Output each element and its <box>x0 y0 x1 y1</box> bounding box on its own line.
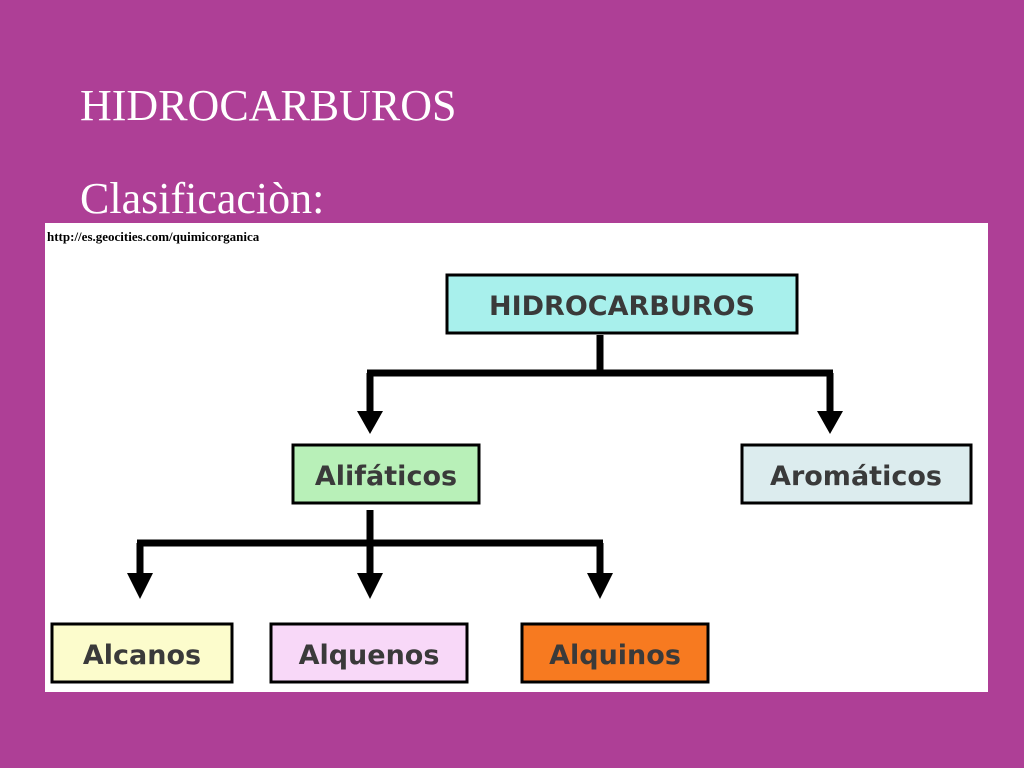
node-alquinos: Alquinos <box>520 622 710 684</box>
node-alifaticos: Alifáticos <box>291 443 481 505</box>
arrow-to-alifaticos <box>357 411 383 434</box>
connector-root <box>366 335 834 413</box>
diagram-panel: http://es.geocities.com/quimicorganica H… <box>45 223 988 692</box>
arrow-to-aromaticos <box>817 411 843 434</box>
arrow-to-alcanos <box>127 573 153 599</box>
node-alquinos-label: Alquinos <box>549 640 681 671</box>
connector-alifaticos <box>136 510 604 575</box>
node-aromaticos: Aromáticos <box>740 443 973 505</box>
node-hidrocarburos-label: HIDROCARBUROS <box>489 291 755 322</box>
node-alquenos-label: Alquenos <box>299 640 440 671</box>
slide-title: HIDROCARBUROS <box>80 81 457 130</box>
node-alcanos-label: Alcanos <box>83 640 201 671</box>
source-url: http://es.geocities.com/quimicorganica <box>47 229 260 244</box>
arrow-to-alquenos <box>357 573 383 599</box>
arrow-to-alquinos <box>587 573 613 599</box>
node-alcanos: Alcanos <box>50 622 234 684</box>
classification-tree: HIDROCARBUROS Alifáticos Aromáticos Alca… <box>50 273 973 684</box>
node-aromaticos-label: Aromáticos <box>770 461 942 492</box>
node-hidrocarburos: HIDROCARBUROS <box>445 273 799 335</box>
node-alquenos: Alquenos <box>269 622 469 684</box>
node-alifaticos-label: Alifáticos <box>315 461 457 492</box>
slide-subtitle: Clasificaciòn: <box>80 174 325 223</box>
